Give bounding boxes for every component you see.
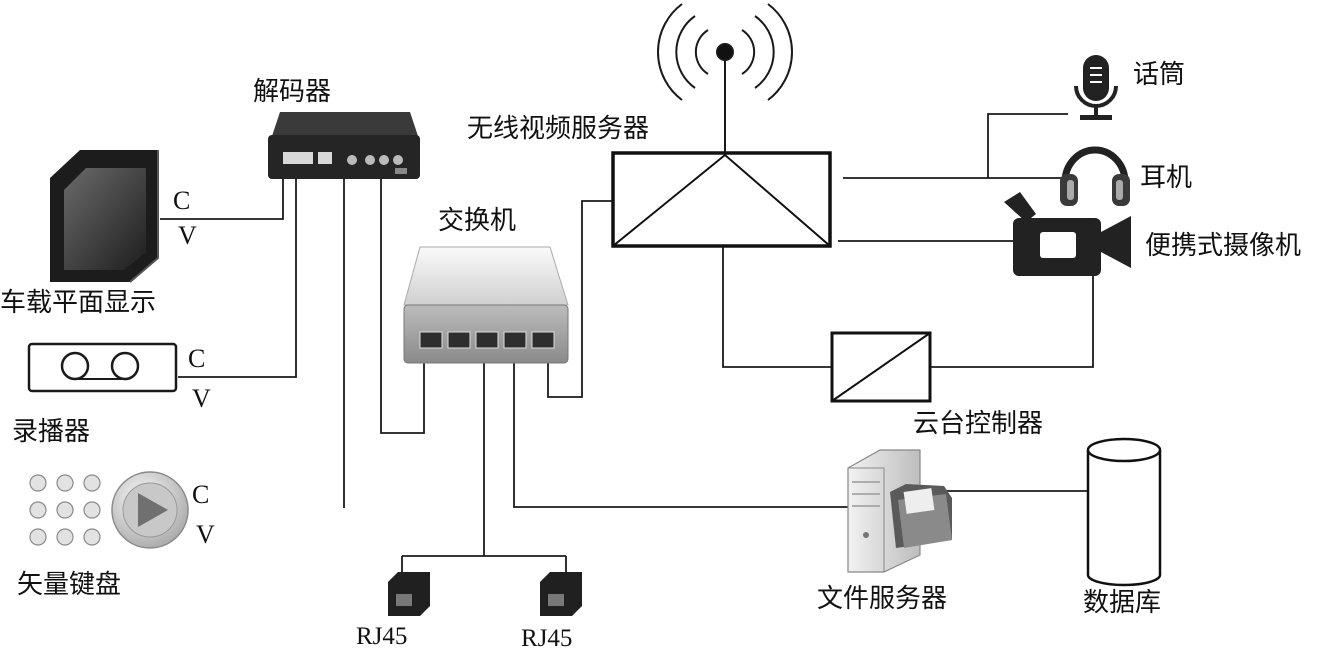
decoder-label: 解码器 [253, 77, 332, 107]
recorder-label: 录播器 [12, 417, 91, 447]
keyboard-c-mark: C [192, 480, 210, 509]
line-server-ptz [722, 247, 832, 368]
decoder-device [268, 112, 420, 179]
keyboard-v-mark: V [196, 520, 215, 549]
display-c-mark: C [173, 186, 191, 215]
rj45-left-label: RJ45 [356, 623, 408, 650]
wireless-server-box [611, 151, 832, 248]
database-cylinder [1086, 437, 1162, 587]
switch-label: 交换机 [438, 206, 517, 236]
recorder-v-mark: V [192, 384, 211, 413]
line-ptz-camera [930, 270, 1094, 368]
antenna-icon [657, 3, 793, 153]
ptz-controller-label: 云台控制器 [913, 409, 1044, 439]
line-switch-fileserver [513, 350, 848, 508]
display-v-mark: V [178, 221, 197, 250]
line-recorder-decoder [178, 177, 297, 378]
camera-icon [1004, 192, 1131, 276]
file-server-label: 文件服务器 [817, 584, 948, 614]
line-display-decoder [160, 177, 284, 220]
vehicle-display-device [50, 150, 159, 283]
headphones-label: 耳机 [1140, 163, 1193, 193]
rj45-right-label: RJ45 [521, 625, 573, 652]
line-switch-server [547, 200, 612, 398]
microphone-label: 话筒 [1133, 60, 1186, 90]
rj45-jack-icon-left [388, 572, 430, 616]
line-server-mic [987, 113, 1068, 178]
connection-lines [160, 113, 1094, 572]
camera-label: 便携式摄像机 [1145, 231, 1302, 261]
microphone-icon [1074, 55, 1118, 120]
wireless-server-label: 无线视频服务器 [467, 114, 650, 144]
ptz-controller-box [830, 331, 932, 403]
vector-keyboard-device [29, 471, 189, 549]
recorder-device [27, 342, 178, 393]
headphones-icon [1060, 146, 1130, 206]
keyboard-label: 矢量键盘 [17, 570, 122, 600]
recorder-c-mark: C [188, 344, 206, 373]
file-server-icon [847, 449, 952, 573]
switch-device [403, 246, 569, 364]
rj45-jack-icon-right [540, 572, 582, 616]
line-decoder-switch [380, 168, 425, 434]
database-label: 数据库 [1083, 588, 1162, 618]
vehicle-display-label: 车载平面显示 [0, 288, 157, 318]
